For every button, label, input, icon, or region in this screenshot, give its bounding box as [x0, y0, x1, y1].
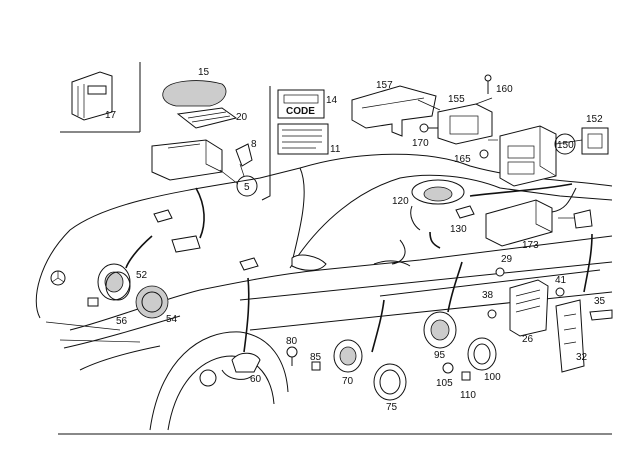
callout-15: 15: [198, 67, 210, 78]
mount-left: [153, 209, 173, 223]
part-110-clip: [461, 371, 471, 381]
callout-54: 54: [166, 314, 178, 325]
part-170-screw: [419, 123, 438, 133]
part-35-strip: [589, 309, 613, 321]
callout-95: 95: [434, 350, 446, 361]
callout-70: 70: [342, 376, 354, 387]
part-14-radio: CODE: [277, 89, 325, 119]
callout-120: 120: [392, 196, 409, 207]
part-54-grille: [135, 285, 169, 319]
part-100-speaker: [467, 337, 497, 371]
callout-20: 20: [236, 112, 248, 123]
part-32-bracket: [555, 299, 585, 373]
part-95-speaker: [423, 311, 457, 349]
callout-173: 173: [522, 240, 539, 251]
callout-75: 75: [386, 402, 398, 413]
callout-circle-150: [554, 133, 576, 155]
callout-circle-5: [236, 175, 258, 197]
car-body: [35, 153, 613, 431]
callout-150: 150: [557, 140, 574, 151]
part-41-nut: [555, 287, 565, 297]
callout-80: 80: [286, 336, 298, 347]
control-unit: [499, 125, 557, 187]
part-80-screw: [286, 346, 298, 366]
callout-labels: 17 15 20 14 8 11 5 157 160 155 170 165 1…: [105, 67, 606, 413]
connector-small: [573, 209, 593, 229]
callout-160: 160: [496, 84, 513, 95]
callout-157: 157: [376, 80, 393, 91]
callout-11: 11: [330, 144, 341, 155]
callout-165: 165: [454, 154, 471, 165]
part-173-module: [485, 187, 577, 247]
leader-arrows: [125, 97, 593, 353]
part-152-module: [581, 127, 609, 155]
callout-17: 17: [105, 110, 117, 121]
callout-105: 105: [436, 378, 453, 389]
part-26-amplifier: [509, 279, 549, 337]
callout-35: 35: [594, 296, 606, 307]
callout-8: 8: [251, 139, 257, 150]
callout-130: 130: [450, 224, 467, 235]
part-56-plug: [87, 297, 99, 307]
callout-14: 14: [326, 95, 338, 106]
callout-85: 85: [310, 352, 322, 363]
radio-unit: [151, 139, 223, 181]
part-157-bracket: [351, 85, 437, 137]
callout-5: 5: [244, 182, 250, 193]
callout-100: 100: [484, 372, 501, 383]
callout-110: 110: [460, 390, 476, 401]
part-11-plate: [277, 123, 329, 155]
part-38-screw: [487, 309, 497, 319]
callout-41: 41: [555, 275, 567, 286]
part-120-speaker: [410, 179, 475, 231]
part-70-speaker: [333, 339, 363, 373]
callout-152: 152: [586, 114, 603, 125]
part-165-nut: [479, 149, 489, 159]
callout-56: 56: [116, 316, 128, 327]
callout-26: 26: [522, 334, 534, 345]
callout-170: 170: [412, 138, 429, 149]
callout-60: 60: [250, 374, 262, 385]
part-20-remote: [176, 107, 238, 129]
part-29-clip: [495, 267, 505, 277]
callout-32: 32: [576, 352, 588, 363]
callout-52: 52: [136, 270, 148, 281]
part-155-holder: [437, 103, 493, 145]
part-160-screw: [484, 74, 492, 94]
part-85-clip: [311, 361, 321, 371]
callout-29: 29: [501, 254, 513, 265]
part-52-tweeter: [97, 263, 131, 301]
callout-38: 38: [482, 290, 494, 301]
mount-right: [239, 257, 259, 271]
module-left: [171, 235, 201, 253]
part-60-speaker: [221, 352, 261, 380]
part-105-screw: [442, 362, 454, 374]
part-75-speaker: [373, 363, 407, 401]
callout-155: 155: [448, 94, 465, 105]
code-plate-text: CODE: [286, 106, 315, 117]
part-8-connector: [235, 143, 253, 167]
inset-box: [60, 62, 141, 133]
part-15-pad: [162, 80, 227, 107]
